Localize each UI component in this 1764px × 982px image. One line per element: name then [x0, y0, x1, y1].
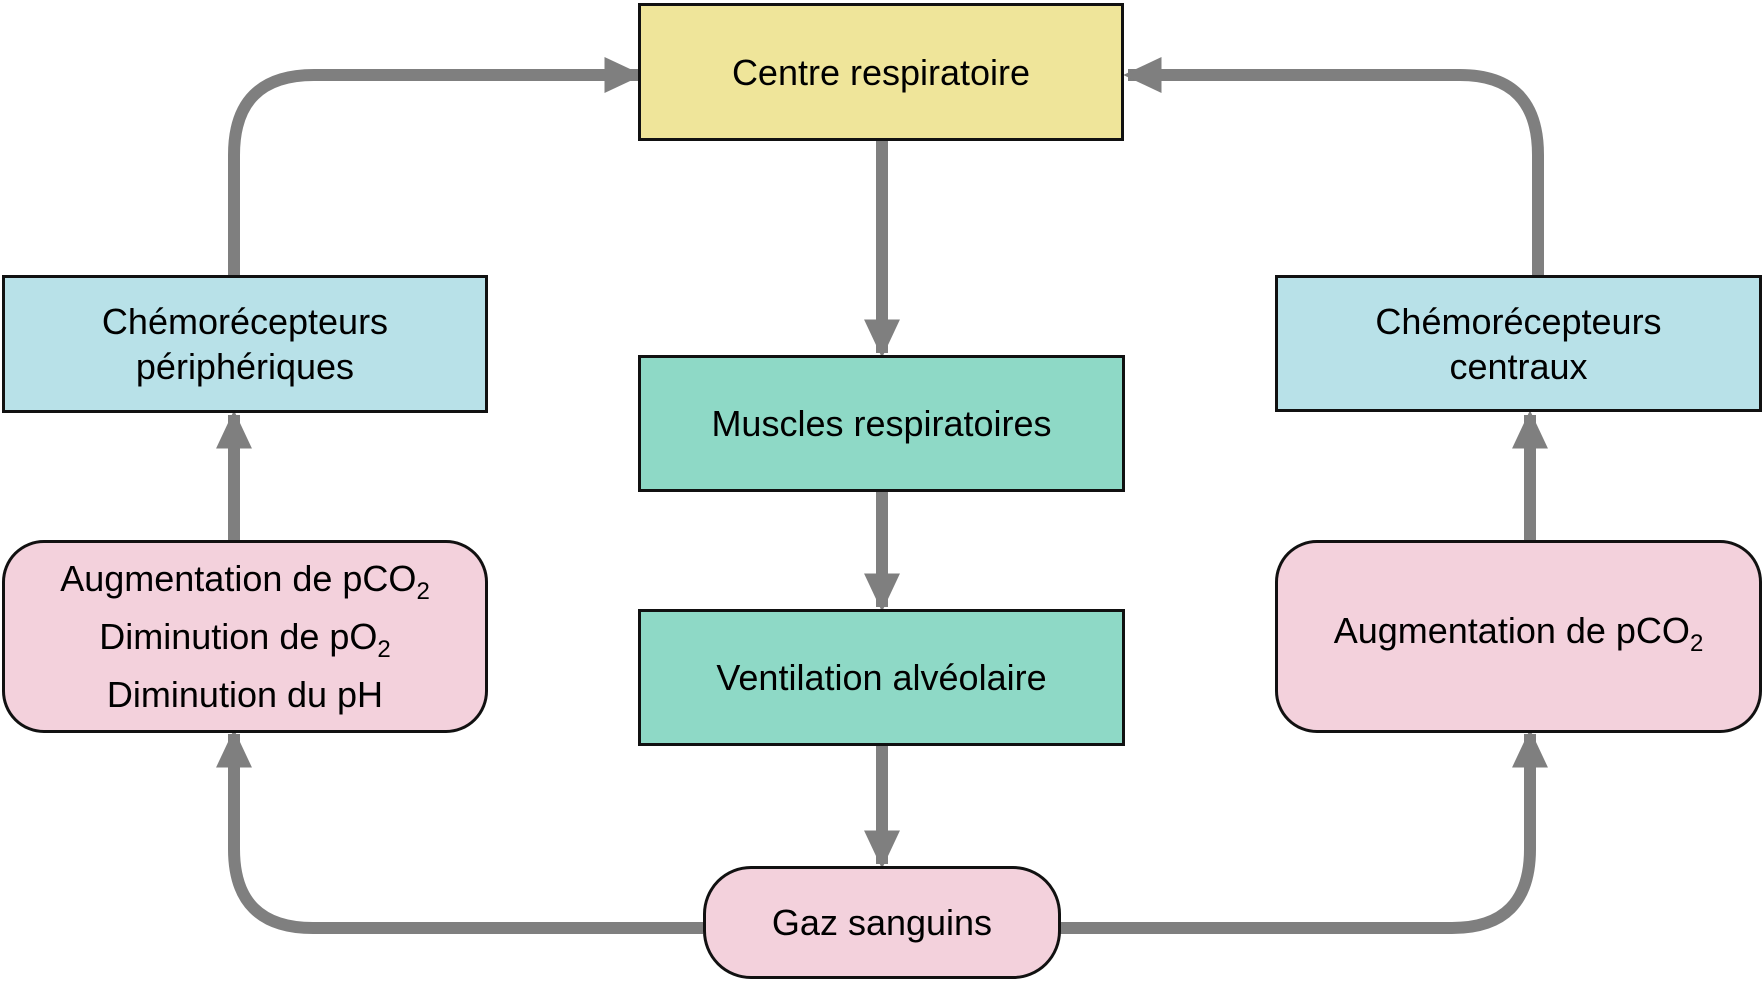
chemorecepteurs-peripheriques-line2: périphériques: [135, 346, 355, 387]
stimulus-pco2-increase: Augmentation de pCO2: [60, 556, 430, 614]
stimuli-peripheriques-box: Augmentation de pCO2 Diminution de pO2 D…: [2, 540, 488, 733]
stimulus-po2-decrease-text: Diminution de pO: [99, 616, 378, 657]
stimulus-central-pco2-increase-subscript: 2: [1689, 629, 1704, 657]
centre-respiratoire-box: Centre respiratoire: [638, 3, 1124, 141]
arrow-central-chemoreceptors-to-centre: [1123, 57, 1544, 275]
ventilation-alveolaire-label: Ventilation alvéolaire: [716, 657, 1047, 698]
stimulus-central-pco2-increase-text: Augmentation de pCO: [1333, 609, 1690, 651]
chemorecepteurs-peripheriques-box: Chémorécepteurs périphériques: [2, 275, 488, 413]
gaz-sanguins-label: Gaz sanguins: [771, 902, 993, 943]
chemorecepteurs-centraux-box: Chémorécepteurs centraux: [1275, 275, 1762, 412]
stimuli-centraux-box: Augmentation de pCO2: [1275, 540, 1762, 733]
stimulus-central-pco2-increase: Augmentation de pCO2: [1334, 608, 1704, 666]
muscles-respiratoires-label: Muscles respiratoires: [711, 403, 1052, 444]
stimulus-pco2-increase-subscript: 2: [416, 578, 430, 605]
chemorecepteurs-centraux-line2: centraux: [1449, 345, 1588, 387]
stimulus-pco2-increase-text: Augmentation de pCO: [60, 558, 417, 599]
chemorecepteurs-centraux-line1: Chémorécepteurs: [1375, 300, 1662, 342]
arrow-gaz-to-peripheral-stimuli: [216, 729, 703, 934]
muscles-respiratoires-box: Muscles respiratoires: [638, 355, 1125, 492]
stimulus-po2-decrease: Diminution de pO2: [60, 614, 430, 672]
stimulus-po2-decrease-subscript: 2: [377, 636, 391, 663]
gaz-sanguins-box: Gaz sanguins: [703, 866, 1061, 979]
arrow-gaz-to-central-stimuli: [1060, 729, 1548, 934]
stimulus-ph-decrease: Diminution du pH: [106, 674, 384, 715]
centre-respiratoire-label: Centre respiratoire: [731, 51, 1031, 93]
arrow-peripheral-chemoreceptors-to-centre: [228, 57, 643, 275]
ventilation-alveolaire-box: Ventilation alvéolaire: [638, 609, 1125, 746]
chemorecepteurs-peripheriques-line1: Chémorécepteurs: [101, 301, 389, 342]
